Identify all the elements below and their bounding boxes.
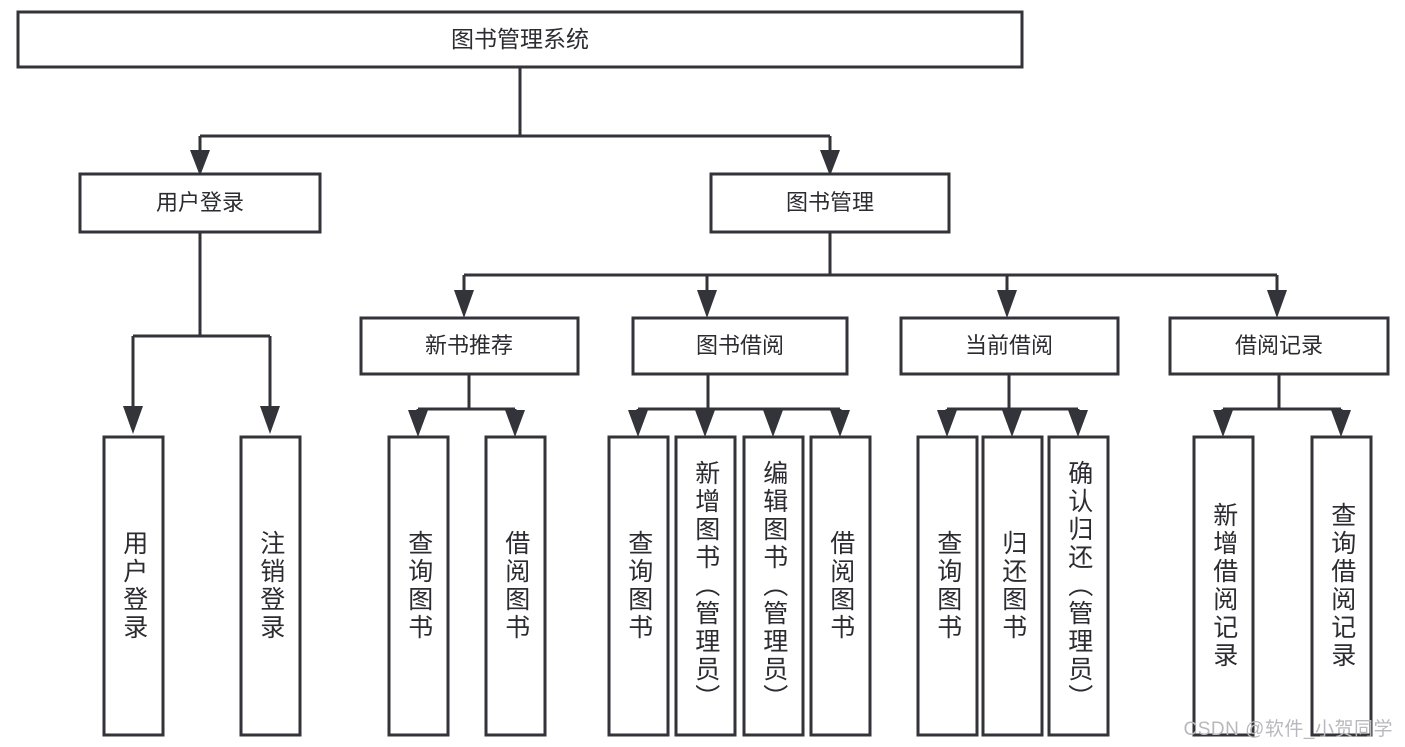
arrow-to-current-borrow [997,290,1017,318]
node-book-borrow-label: 图书借阅 [696,333,784,358]
node-new-book-recommend-label: 新书推荐 [425,333,513,358]
node-root-label: 图书管理系统 [451,26,589,52]
arrow-to-leaf-add-record [1213,410,1233,437]
node-root-box[interactable] [16,10,1024,69]
leaf-logout-box[interactable] [239,435,302,737]
arrow-to-leaf-confirm-return [1068,410,1088,437]
arrow-to-leaf-query-book-3 [937,410,957,437]
leaf-query-book-1-box[interactable] [387,435,450,737]
leaf-borrow-book-2-box[interactable] [809,435,872,737]
csdn-watermark: CSDN @软件_小贺同学 [1183,719,1393,740]
node-current-borrow-box[interactable] [899,316,1120,376]
leaf-query-book-3-box[interactable] [916,435,979,737]
node-current-borrow-label: 当前借阅 [965,333,1053,358]
node-book-borrow-box[interactable] [631,316,849,376]
connector-root-to-bus [198,67,832,158]
arrow-to-user-login [190,150,210,176]
leaf-add-book-box[interactable] [674,435,737,737]
arrow-to-leaf-borrow-book-2 [830,410,850,437]
arrow-to-leaf-query-book-1 [408,410,428,437]
connector-current-borrow-bus [945,374,1080,416]
arrow-to-book-borrow [697,290,717,318]
arrow-to-leaf-logout [260,406,280,434]
node-borrow-record-label: 借阅记录 [1235,333,1323,358]
arrow-to-borrow-record [1267,290,1287,318]
leaf-query-record-box[interactable] [1310,435,1373,737]
arrow-to-leaf-return-book [1002,410,1022,437]
leaf-query-book-2-box[interactable] [607,435,670,737]
connector-book-borrow-bus [636,374,842,416]
node-new-book-recommend-box[interactable] [359,316,580,376]
node-user-login-label: 用户登录 [156,190,244,215]
leaf-edit-book-box[interactable] [742,435,805,737]
connector-book-manage-bus [462,232,1279,292]
leaf-borrow-book-1-box[interactable] [484,435,547,737]
leaf-add-record-box[interactable] [1192,435,1255,737]
arrow-to-leaf-borrow-book-1 [505,410,525,437]
node-borrow-record-box[interactable] [1168,316,1390,376]
arrow-to-leaf-edit-book [763,410,783,437]
arrow-to-leaf-user-login [123,406,143,434]
node-user-login-box[interactable] [78,172,322,234]
arrow-to-leaf-query-book-2 [628,410,648,437]
arrow-to-new-book-recommend [454,290,474,318]
connector-new-book-recommend-bus [416,374,517,416]
connector-borrow-record-bus [1221,374,1343,416]
node-book-manage-box[interactable] [709,172,951,234]
leaf-confirm-return-box[interactable] [1047,435,1110,737]
arrow-to-leaf-query-record [1331,410,1351,437]
leaf-return-book-box[interactable] [981,435,1044,737]
arrow-to-book-manage [820,150,840,176]
node-book-manage-label: 图书管理 [786,190,874,215]
arrow-to-leaf-add-book [695,410,715,437]
connector-user-login-bus [131,232,272,408]
leaf-user-login-box[interactable] [102,435,165,737]
